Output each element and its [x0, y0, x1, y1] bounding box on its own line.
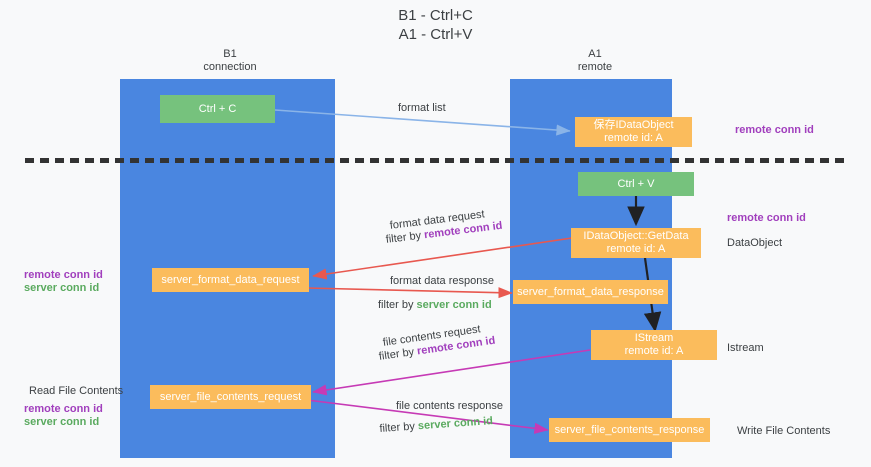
node-server-file-contents-response[interactable]: server_file_contents_response — [549, 418, 710, 442]
node-server-format-data-response[interactable]: server_format_data_response — [513, 280, 668, 304]
edge-label-format-list: format list — [398, 102, 446, 114]
lane-header-a1: A1 remote — [577, 48, 613, 73]
node-ctrl-v[interactable]: Ctrl + V — [578, 172, 694, 196]
server-conn-id-key: server conn id — [417, 415, 494, 433]
annotation-remote-conn-id-mid: remote conn id — [727, 212, 806, 224]
node-save-idataobject[interactable]: 保存IDataObject remote id: A — [575, 117, 692, 147]
annotation-istream: Istream — [727, 342, 764, 354]
filter-prefix: filter by — [378, 299, 417, 311]
phase-divider — [25, 158, 845, 163]
filter-prefix: filter by — [385, 229, 425, 246]
node-server-file-contents-request[interactable]: server_file_contents_request — [150, 385, 311, 409]
annotation-dataobject: DataObject — [727, 237, 783, 249]
server-conn-id-key: server conn id — [416, 299, 492, 311]
annotation-left-server-conn-id-bottom: server conn id — [24, 416, 100, 428]
page-title: B1 - Ctrl+C A1 - Ctrl+V — [398, 7, 473, 43]
filter-prefix: filter by — [378, 345, 418, 363]
annotation-left-remote-conn-id-mid: remote conn id — [24, 269, 103, 281]
edge-label-file-contents-response-filter: filter by server conn id — [379, 414, 493, 437]
annotation-left-remote-conn-id-bottom: remote conn id — [24, 403, 103, 415]
node-ctrl-c[interactable]: Ctrl + C — [160, 95, 275, 123]
annotation-left-server-conn-id-mid: server conn id — [24, 282, 100, 294]
node-idataobject-getdata[interactable]: IDataObject::GetData remote id: A — [571, 228, 701, 258]
annotation-remote-conn-id-top: remote conn id — [735, 124, 814, 136]
edge-label-format-data-response: format data response — [390, 275, 494, 287]
annotation-write-file-contents: Write File Contents — [737, 425, 831, 437]
node-istream[interactable]: IStream remote id: A — [591, 330, 717, 360]
lane-header-b1: B1 connection — [203, 48, 257, 73]
edge-label-file-contents-response: file contents response — [396, 400, 504, 412]
filter-prefix: filter by — [379, 420, 419, 435]
node-server-format-data-request[interactable]: server_format_data_request — [152, 268, 309, 292]
edge-label-format-data-response-filter: filter by server conn id — [378, 298, 492, 313]
annotation-read-file-contents: Read File Contents — [29, 385, 124, 397]
